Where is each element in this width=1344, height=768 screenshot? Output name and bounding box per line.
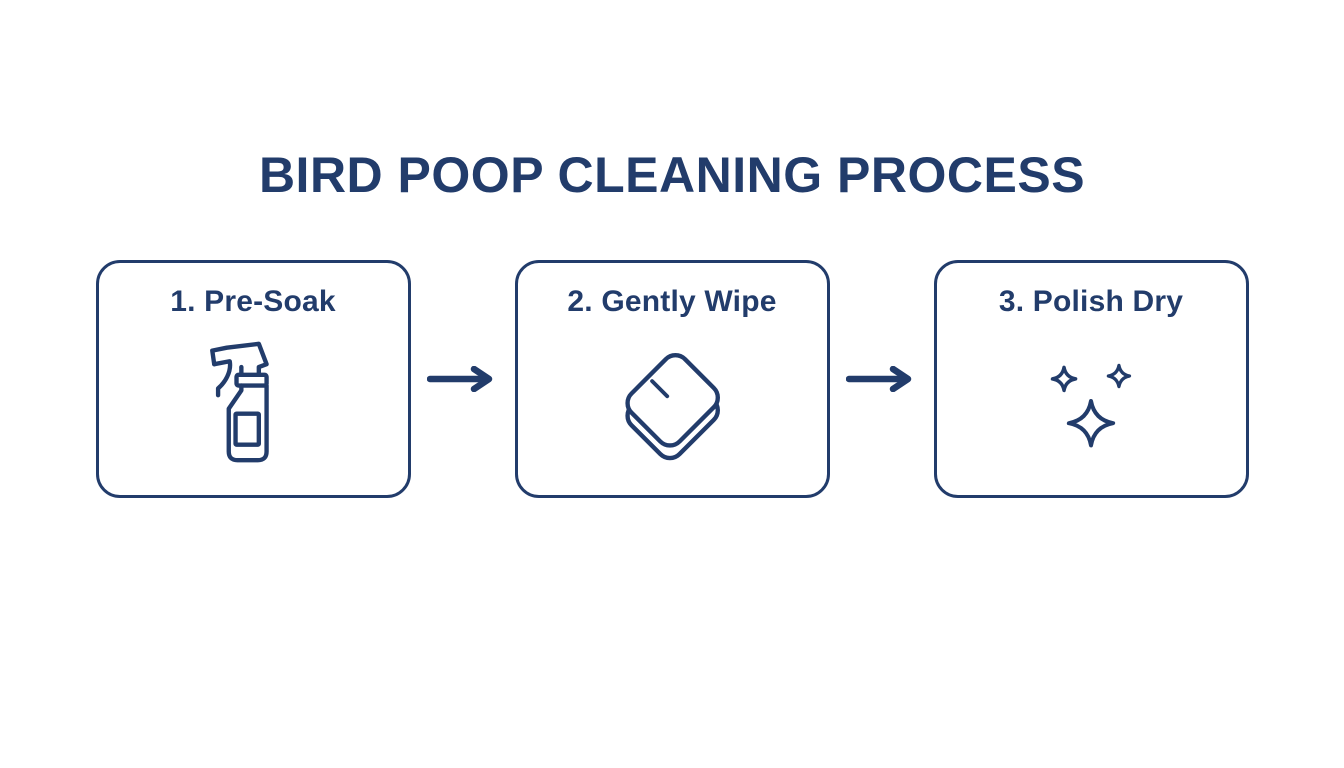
step-icon-area	[99, 319, 408, 495]
step-box-polish-dry: 3. Polish Dry	[933, 260, 1249, 498]
sparkles-icon	[1050, 363, 1132, 448]
spray-bottle-icon	[210, 341, 269, 463]
page-title: BIRD POOP CLEANING PROCESS	[258, 147, 1086, 203]
step-label: 2. Gently Wipe	[567, 285, 777, 318]
step-icon-area	[518, 319, 827, 495]
step-box-gently-wipe: 2. Gently Wipe	[514, 260, 830, 498]
flow-arrow	[830, 366, 934, 392]
step-icon-area	[937, 319, 1246, 495]
step-label: 1. Pre-Soak	[170, 285, 336, 318]
infographic-canvas: BIRD POOP CLEANING PROCESS 1. Pre-Soak	[0, 146, 1344, 768]
right-arrow-icon	[426, 366, 492, 392]
step-box-pre-soak: 1. Pre-Soak	[95, 260, 411, 498]
cloth-wipe-icon	[625, 353, 720, 461]
right-arrow-icon	[845, 366, 911, 392]
flow-arrow	[411, 366, 515, 392]
process-flow: 1. Pre-Soak	[0, 260, 1344, 498]
step-label: 3. Polish Dry	[998, 285, 1184, 318]
